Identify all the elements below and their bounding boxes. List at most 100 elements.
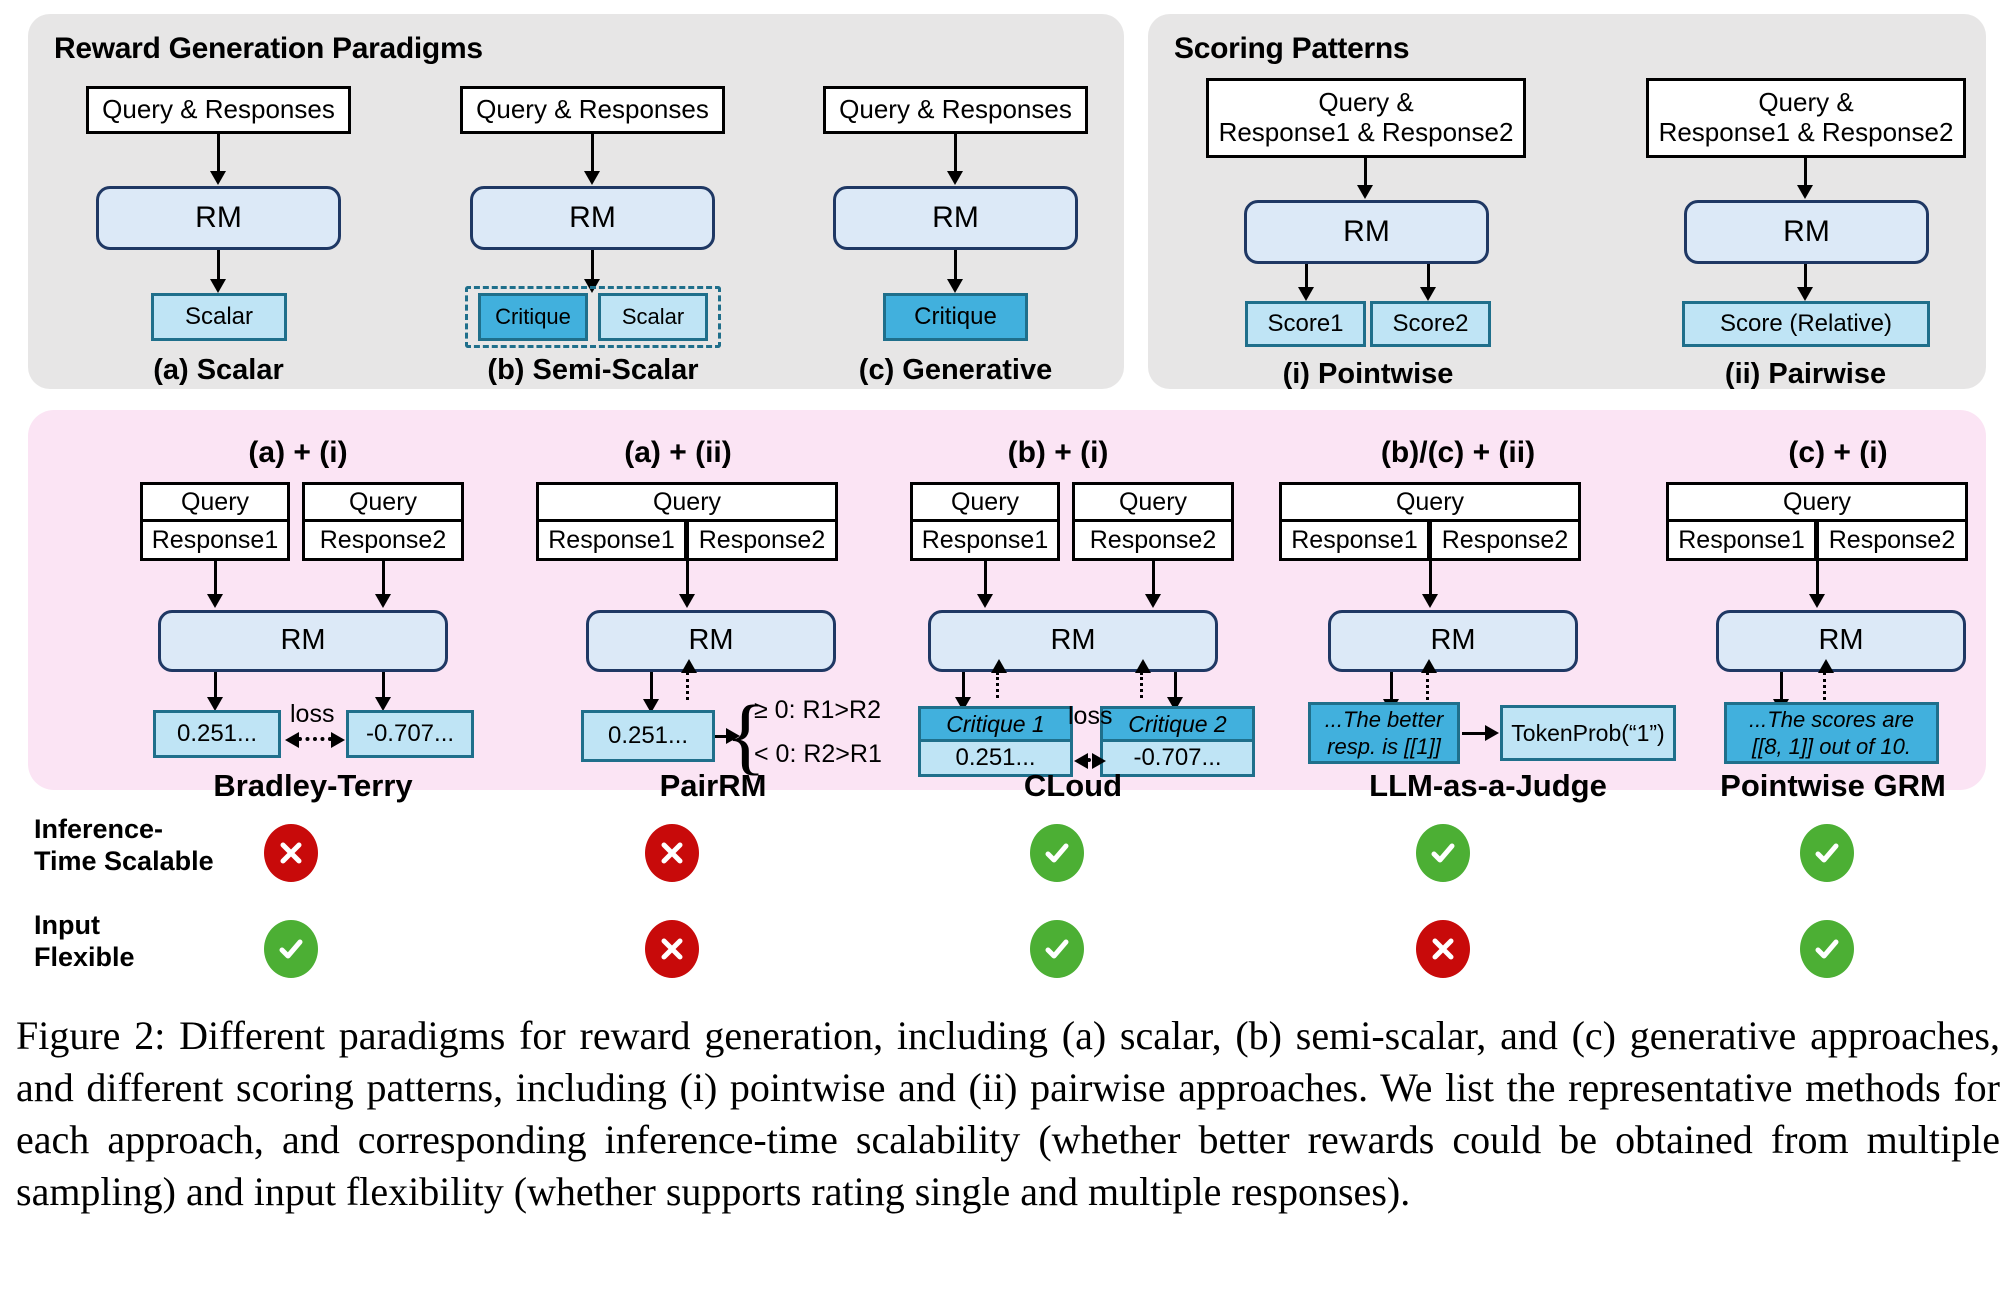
status-1-4-check-icon xyxy=(1800,920,1854,978)
method-3-query: Query xyxy=(1279,482,1581,522)
scoring-i-input-line1: Query & xyxy=(1318,87,1414,118)
method-3-generation-line2: resp. is [[1]] xyxy=(1327,734,1441,759)
method-1-score: 0.251... xyxy=(581,710,715,762)
method-1-connector xyxy=(715,728,740,744)
method-3-rm-box: RM xyxy=(1328,610,1578,672)
method-1-response2: Response2 xyxy=(686,519,838,561)
status-1-0-check-icon xyxy=(264,920,318,978)
scoring-ii-input-line2: Response1 & Response2 xyxy=(1658,117,1954,147)
method-0-response2: Response2 xyxy=(302,519,464,561)
method-1-rm-box: RM xyxy=(586,610,836,672)
method-4-arrow-generation-to-rm-dotted xyxy=(1817,659,1834,700)
method-0-arrow-rm-to-score1 xyxy=(207,672,223,711)
method-3-arrow-generation-to-tokenprob xyxy=(1462,725,1499,741)
panel-methods: (a) + (i) Query Query Response1 Response… xyxy=(28,410,1986,803)
status-row-0-label: Inference- Time Scalable xyxy=(34,814,214,878)
method-2-rm-box: RM xyxy=(928,610,1218,672)
method-1-response1: Response1 xyxy=(536,519,687,561)
scoring-ii-label: (ii) Pairwise xyxy=(1724,358,1887,390)
method-1-arrow-rm-to-score xyxy=(643,672,659,713)
scoring-i-rm-box: RM xyxy=(1244,200,1489,264)
method-2-loss-label: loss xyxy=(1068,702,1113,730)
status-row-1-label: Input Flexible xyxy=(34,910,135,974)
method-0-loss-label: loss xyxy=(290,700,335,728)
method-2-arrow-r2-to-rm xyxy=(1145,561,1161,608)
paradigm-b-label: (b) Semi-Scalar xyxy=(487,354,699,386)
paradigm-c-input-box: Query & Responses xyxy=(823,86,1088,134)
status-0-2-check-icon xyxy=(1030,824,1084,882)
method-0-response1: Response1 xyxy=(140,519,290,561)
method-0-rm-box: RM xyxy=(158,610,448,672)
method-4-name: Pointwise GRM xyxy=(1720,768,1946,803)
paradigm-a-label: (a) Scalar xyxy=(153,354,284,386)
scoring-i-output-score1: Score1 xyxy=(1245,301,1366,347)
method-0-arrow-r2-to-rm xyxy=(375,561,391,608)
scoring-i-arrow-rm-to-score2 xyxy=(1420,264,1436,301)
method-4-generation-line1: ...The scores are xyxy=(1748,706,1915,732)
top-panels-row: Reward Generation Paradigms Query & Resp… xyxy=(0,0,2014,390)
method-3-arrow-generation-to-rm-dotted xyxy=(1420,659,1437,700)
scoring-ii-rm-box: RM xyxy=(1684,200,1929,264)
method-2-arrow-rm-to-critique2 xyxy=(1167,672,1183,711)
status-1-1-cross-icon xyxy=(645,920,699,978)
method-1-brace: { xyxy=(725,687,767,783)
panel-reward-generation-paradigms: Reward Generation Paradigms Query & Resp… xyxy=(28,14,1124,389)
panel-scoring-patterns: Scoring Patterns Query & Response1 & Res… xyxy=(1148,14,1986,390)
scoring-i-arrow-input-to-rm xyxy=(1357,158,1373,199)
method-2-critique1: Critique 1 xyxy=(918,706,1073,742)
method-2-arrow-critique2-to-rm-dotted xyxy=(1134,659,1151,698)
paradigm-c-rm-box: RM xyxy=(833,186,1078,250)
status-0-0-cross-icon xyxy=(264,824,318,882)
method-1-condition-bottom: < 0: R2>R1 xyxy=(754,740,882,768)
scoring-i-input-line2: Response1 & Response2 xyxy=(1218,117,1514,147)
method-3-generation-line1: ...The better xyxy=(1324,706,1444,732)
method-1-condition-top: ≥ 0: R1>R2 xyxy=(754,696,881,724)
status-0-1-cross-icon xyxy=(645,824,699,882)
status-row-1-label-line2: Flexible xyxy=(34,941,135,972)
paradigm-c-label: (c) Generative xyxy=(858,354,1053,386)
paradigm-a-input-box: Query & Responses xyxy=(86,86,351,134)
method-4-arrow-input-to-rm xyxy=(1809,561,1825,608)
panel-title-paradigms: Reward Generation Paradigms xyxy=(54,32,483,65)
method-3-name: LLM-as-a-Judge xyxy=(1369,768,1607,803)
scoring-i-output-score2: Score2 xyxy=(1370,301,1491,347)
status-row-1-label-line1: Input xyxy=(34,910,100,940)
method-4-response2: Response2 xyxy=(1816,519,1968,561)
method-2-name: CLoud xyxy=(1023,768,1123,803)
method-4-arrow-rm-to-generation xyxy=(1773,672,1789,713)
paradigm-b-output-scalar: Scalar xyxy=(598,293,708,341)
scoring-i-label: (i) Pointwise xyxy=(1282,358,1454,390)
paradigm-b-dashed-group xyxy=(465,286,721,348)
paradigm-c-arrow-rm-to-output xyxy=(947,250,963,293)
scoring-ii-input-box: Query & Response1 & Response2 xyxy=(1646,78,1966,158)
status-row-0-label-line1: Inference- xyxy=(34,814,164,844)
method-1-arrow-input-to-rm xyxy=(679,561,695,608)
method-2-query1: Query xyxy=(910,482,1060,522)
method-0-arrow-rm-to-score2 xyxy=(375,672,391,711)
paradigm-b-arrow-rm-to-output xyxy=(584,250,600,293)
method-2-loss-arrow xyxy=(1074,752,1106,769)
method-3-generation-box: ...The better resp. is [[1]] xyxy=(1308,702,1460,764)
paradigm-c-arrow-input-to-rm xyxy=(947,134,963,185)
method-3-tokenprob: TokenProb(“1”) xyxy=(1500,705,1676,761)
method-2-response2: Response2 xyxy=(1072,519,1234,561)
scoring-ii-output-score-relative: Score (Relative) xyxy=(1682,301,1930,347)
status-0-3-check-icon xyxy=(1416,824,1470,882)
method-1-combo-label: (a) + (ii) xyxy=(624,436,732,469)
method-0-query1: Query xyxy=(140,482,290,522)
method-2-score1: 0.251... xyxy=(918,739,1073,777)
method-4-query: Query xyxy=(1666,482,1968,522)
method-0-score1: 0.251... xyxy=(153,710,281,758)
method-2-response1: Response1 xyxy=(910,519,1060,561)
paradigm-a-rm-box: RM xyxy=(96,186,341,250)
scoring-ii-arrow-input-to-rm xyxy=(1797,158,1813,199)
method-4-generation-box: ...The scores are [[8, 1]] out of 10. xyxy=(1724,702,1939,764)
paradigm-b-arrow-input-to-rm xyxy=(584,134,600,185)
method-2-query2: Query xyxy=(1072,482,1234,522)
method-2-score2: -0.707... xyxy=(1100,739,1255,777)
method-1-arrow-score-to-rm-dotted xyxy=(680,659,697,700)
status-1-2-check-icon xyxy=(1030,920,1084,978)
method-1-name: PairRM xyxy=(659,768,767,803)
method-2-critique2: Critique 2 xyxy=(1100,706,1255,742)
method-3-arrow-rm-to-generation xyxy=(1383,672,1399,713)
